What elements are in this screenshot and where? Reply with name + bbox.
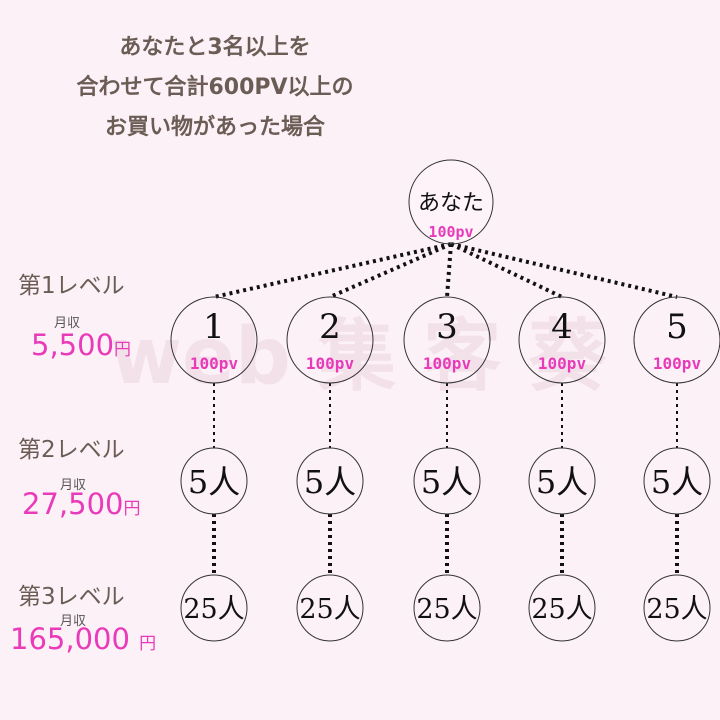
root-node [408,159,494,245]
level-1-node [170,296,258,384]
level-2-node-label: 5人 [651,463,703,501]
level-2-name: 第2レベル [18,437,125,463]
heading-line-2: 合わせて合計600PV以上の [76,75,354,100]
level-1-node-label: 2 [319,307,341,347]
level-2-node [643,447,711,515]
level-1-income: 5,500円 [31,328,131,362]
level-2-node [296,447,364,515]
level-1-node [518,296,606,384]
level-2-income: 27,500円 [22,487,140,521]
level-1-node [286,296,374,384]
level-1-node-pv: 100pv [190,354,239,373]
level-2-income-label: 月収 [60,478,87,493]
connector-line [213,242,452,299]
level-3-node [528,574,596,642]
connector-line [450,242,563,299]
level-1-node-pv: 100pv [538,354,587,373]
level-1-node-label: 3 [436,307,458,347]
connector-line [445,243,453,298]
watermark: web 集 客 葵 [110,312,607,402]
level-3-income: 165,000 円 [10,622,156,656]
level-3-node-label: 25人 [531,594,592,625]
level-2-node-label: 5人 [304,463,356,501]
level-1-node-label: 5 [666,307,688,347]
level-1-node-pv: 100pv [306,354,355,373]
level-3-node [413,574,481,642]
level-1-node-label: 1 [203,307,225,347]
level-3-node-label: 25人 [416,594,477,625]
level-1-node-label: 4 [551,307,573,347]
level-1-name: 第1レベル [18,273,125,299]
heading-line-1: あなたと3名以上を [119,35,311,60]
heading: あなたと3名以上を 合わせて合計600PV以上の お買い物があった場合 [0,28,430,148]
level-3-node-label: 25人 [183,594,244,625]
level-3-node [180,574,248,642]
root-label: あなた [418,191,484,216]
heading-line-3: お買い物があった場合 [104,115,325,140]
level-3-name: 第3レベル [18,584,125,610]
yen-unit: 円 [114,340,132,360]
level-3-node [296,574,364,642]
yen-unit: 円 [139,634,157,654]
level-2-node-label: 5人 [421,463,473,501]
level-3-income-label: 月収 [60,614,87,629]
level-1-amount: 5,500 [31,328,115,362]
level-2-node [413,447,481,515]
level-3-node-label: 25人 [299,594,360,625]
level-3-amount: 165,000 [10,622,130,656]
root-pv: 100pv [428,223,473,241]
connector-line [450,242,678,299]
level-1-income-label: 月収 [54,316,81,331]
level-2-amount: 27,500 [22,487,124,521]
level-1-node-pv: 100pv [423,354,472,373]
level-3-node [643,574,711,642]
level-2-node [180,447,248,515]
level-1-node [633,296,720,384]
level-2-node-label: 5人 [536,463,588,501]
level-1-node [403,296,491,384]
connector-line [329,242,452,299]
level-1-node-pv: 100pv [653,354,702,373]
level-3-node-label: 25人 [646,594,707,625]
level-2-node-label: 5人 [188,463,240,501]
level-2-node [528,447,596,515]
yen-unit: 円 [123,499,141,519]
